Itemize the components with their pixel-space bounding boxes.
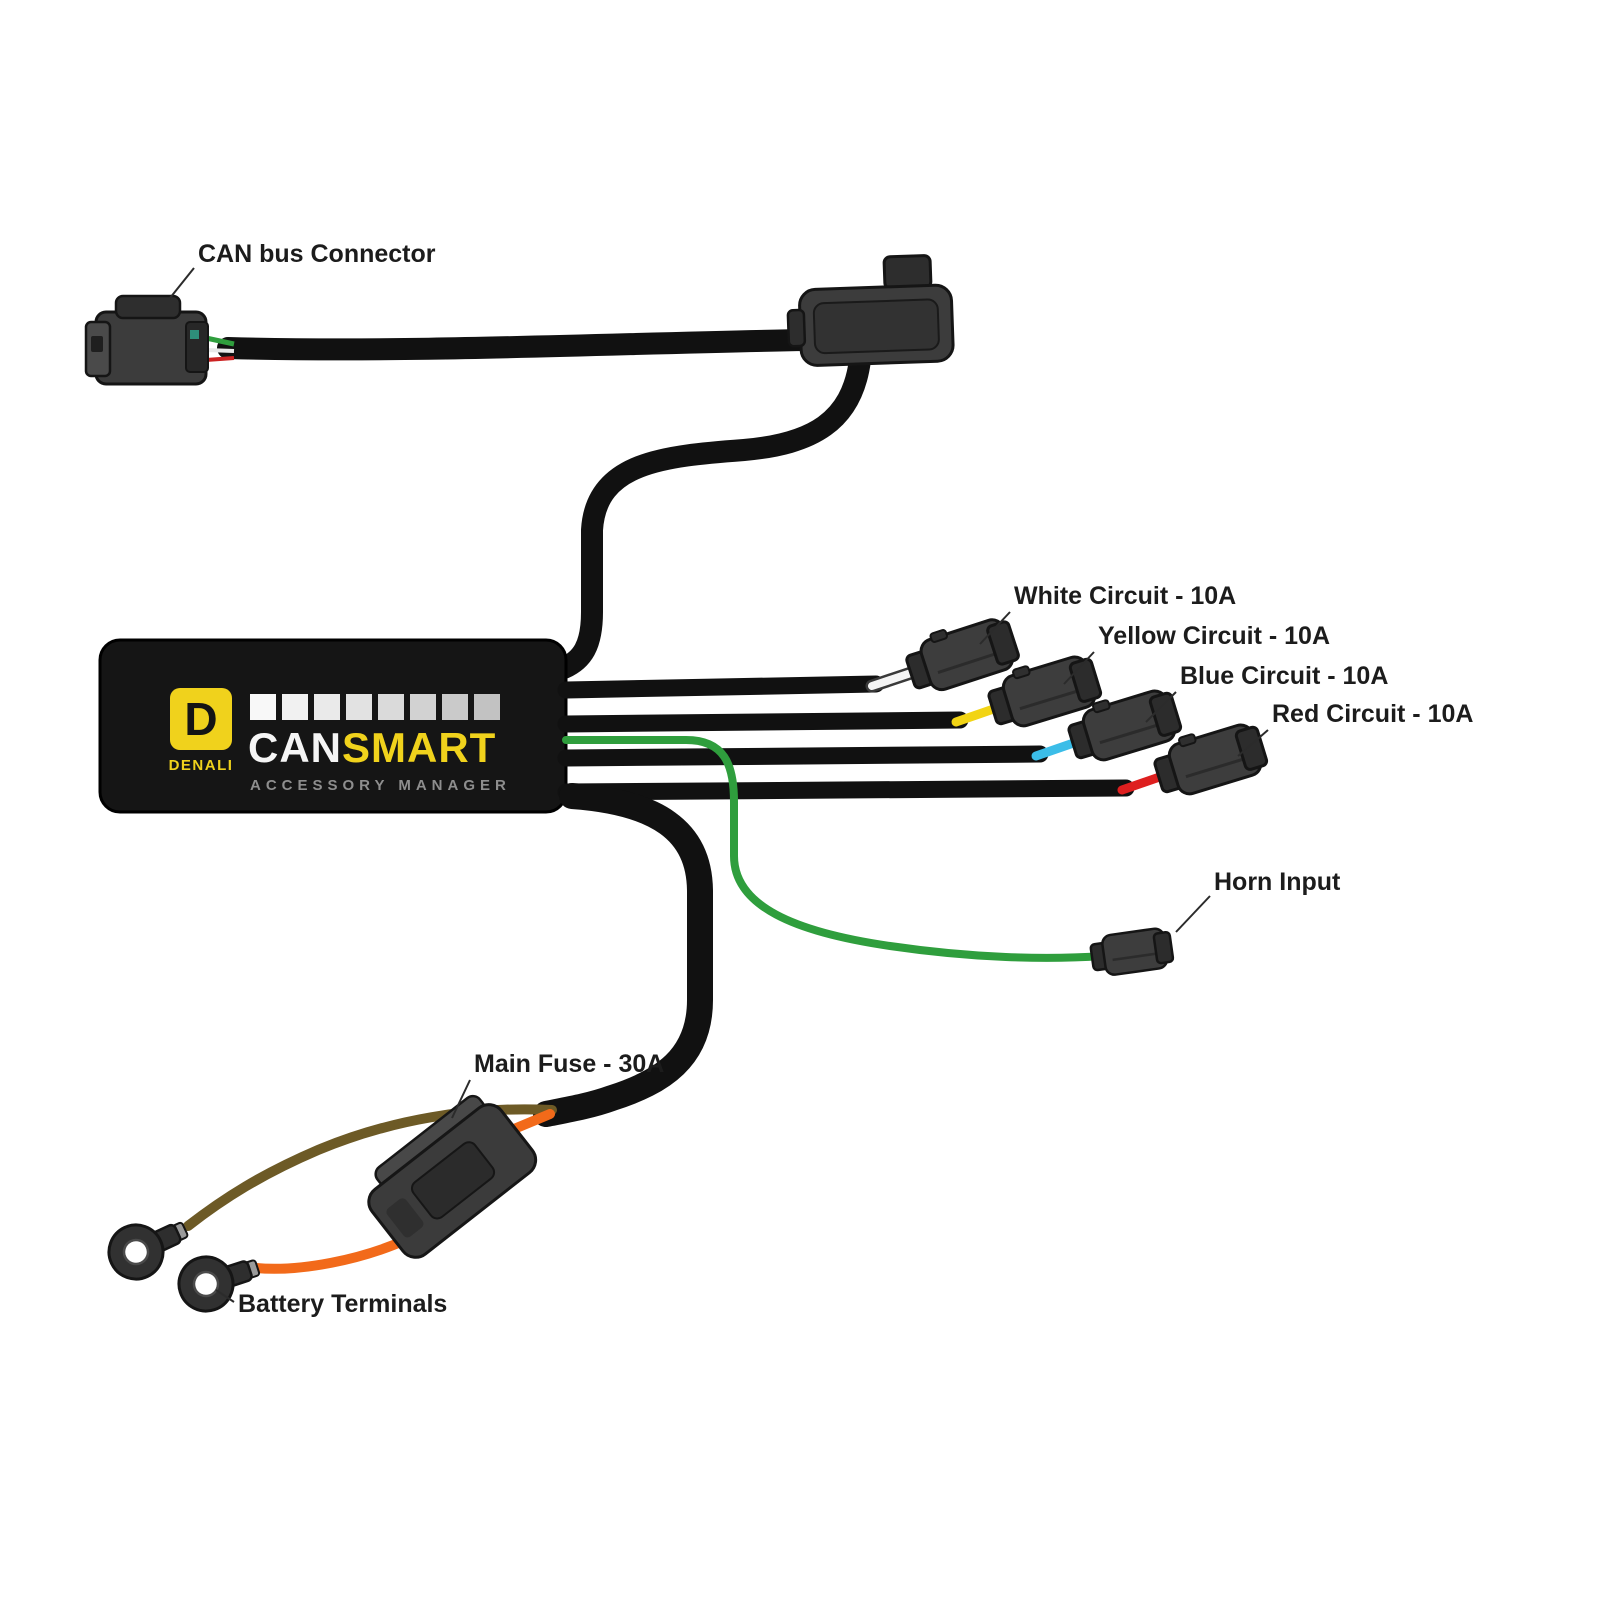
horn-input-wire	[562, 736, 1106, 962]
connector-inset	[812, 298, 940, 355]
blue-circuit-cable	[557, 745, 1049, 767]
label-battery-terminals: Battery Terminals	[238, 1290, 447, 1318]
denali-logo: D DENALI	[169, 688, 234, 774]
connector-keyway	[91, 336, 103, 352]
main-fuse-holder	[367, 1094, 538, 1259]
label-blue-circuit: Blue Circuit - 10A	[1180, 662, 1388, 690]
yellow-circuit-cable	[557, 711, 969, 733]
can-bus-cable	[217, 329, 817, 361]
denali-brand-text: DENALI	[169, 757, 234, 774]
main-power-cable	[533, 783, 713, 1127]
white-circuit-cable	[557, 675, 885, 699]
cansmart-controller: D DENALI CANSMART ACCESSORY MANAGER	[98, 638, 568, 814]
pointer-red-circuit	[1237, 729, 1269, 757]
connector-latch	[114, 294, 182, 320]
pointer-white-circuit	[979, 611, 1011, 645]
indicator-square	[378, 694, 404, 720]
label-main-fuse: Main Fuse - 30A	[474, 1050, 664, 1078]
product-subtitle: ACCESSORY MANAGER	[250, 777, 511, 794]
oem-plug-connector	[786, 254, 955, 367]
indicator-square	[346, 694, 372, 720]
pointer-yellow-circuit	[1063, 651, 1095, 685]
indicator-square	[250, 694, 276, 720]
can-red-wire	[205, 356, 235, 362]
label-yellow-circuit: Yellow Circuit - 10A	[1098, 622, 1330, 650]
indicator-square	[282, 694, 308, 720]
denali-logo-letter: D	[184, 693, 217, 745]
can-white-wire	[205, 348, 235, 353]
indicator-square	[474, 694, 500, 720]
product-name-can: CAN	[248, 724, 342, 771]
can-green-wire	[205, 335, 235, 347]
indicator-square	[314, 694, 340, 720]
horn-input-connector	[1088, 925, 1176, 979]
pointer-battery-terminals	[215, 1289, 235, 1303]
pointer-main-fuse	[451, 1079, 471, 1119]
product-name: CANSMART	[248, 724, 496, 771]
fuse-window	[410, 1141, 496, 1220]
label-white-circuit: White Circuit - 10A	[1014, 582, 1236, 610]
pointer-horn-input	[1175, 895, 1211, 933]
denali-logo-icon	[170, 688, 232, 750]
indicator-square	[442, 694, 468, 720]
indicator-square	[410, 694, 436, 720]
connector-boot	[786, 308, 807, 348]
pointer-can-bus	[169, 267, 195, 299]
connector-seal	[190, 330, 199, 339]
pointer-blue-circuit	[1145, 691, 1177, 723]
product-name-smart: SMART	[342, 724, 496, 771]
label-can-bus-connector: CAN bus Connector	[198, 240, 436, 268]
can-bus-drop-cable	[553, 349, 871, 679]
fuse-end-cap	[386, 1198, 424, 1238]
connector-cap	[882, 254, 933, 291]
label-horn-input: Horn Input	[1214, 868, 1341, 896]
can-bus-connector	[84, 294, 209, 386]
red-circuit-cable	[557, 779, 1135, 801]
battery-positive-wire	[251, 1233, 415, 1274]
connector-rear	[185, 321, 209, 373]
indicator-squares	[250, 694, 500, 720]
label-red-circuit: Red Circuit - 10A	[1272, 700, 1473, 728]
